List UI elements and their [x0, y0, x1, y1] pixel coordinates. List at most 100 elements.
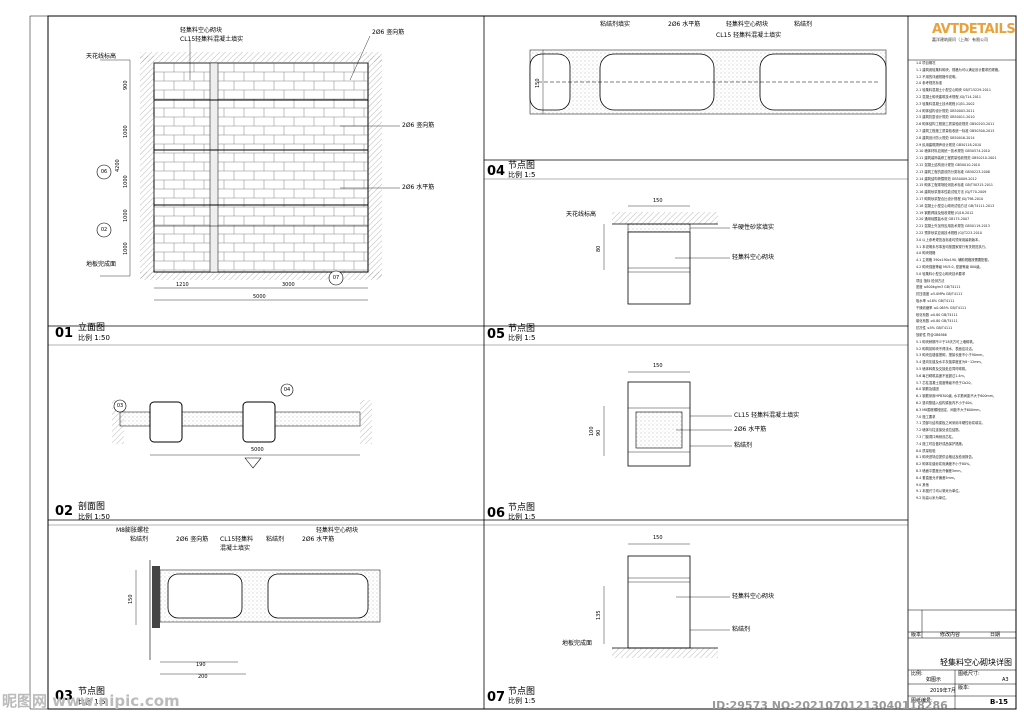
- d07-dim-0: 150: [653, 535, 663, 541]
- spec-line: 6.2 竖向筋锚入结构梁板内不小于40d。: [916, 401, 975, 405]
- section-dim-0: 5000: [251, 447, 264, 453]
- spec-line: 6.0 钢筋及锚固: [916, 387, 939, 392]
- d06-label-2: 粘结剂: [734, 442, 753, 449]
- d06-dim-0: 150: [653, 363, 663, 369]
- elev-dim-v-1: 1000: [123, 125, 129, 138]
- panel-02-name: 剖面图: [78, 502, 106, 512]
- d03-label-2: 2Ø6 竖向筋: [176, 536, 209, 543]
- d05-label-2: 轻集料空心砌块: [732, 254, 775, 261]
- panel-01-name: 立面图: [78, 323, 106, 333]
- d03-label-0: M8膨胀螺栓: [116, 527, 149, 534]
- spec-line: 4.0 砌块规格: [916, 251, 936, 256]
- spec-line: 2.17 砌筑砂浆配合比设计规程 JGJ/T98-2010: [916, 197, 984, 201]
- spec-line: 2.21 混凝土外加剂应用技术规范 GB50119-2013: [916, 224, 990, 229]
- spec-line: 7.4 施工时应做好成品保护措施。: [916, 441, 966, 446]
- brand-subtitle: 嘉洋建筑顾问（上海）有限公司: [932, 37, 988, 42]
- spec-line: 放射性 符合GB6566: [916, 333, 947, 337]
- panel-06-number: 06: [487, 506, 506, 521]
- spec-line: 2.9 民用建筑隔声设计规范 GB50118-2010: [916, 142, 982, 147]
- tb-scale-label: 比例:: [911, 671, 923, 677]
- spec-line: 7.1 顶部与结构梁板之间采用半硬性砂浆填实。: [916, 421, 985, 426]
- elev-label-floor: 地板完成面: [86, 261, 117, 268]
- elev-dim-v-0: 900: [123, 80, 129, 90]
- d03-label-4: 混凝土填实: [220, 545, 251, 552]
- panel-01-number: 01: [55, 326, 74, 341]
- d03-label-7: 2Ø6 水平筋: [302, 536, 335, 543]
- spec-line: 2.18 混凝土小型空心砌块试验方法 GB/T4111-2013: [916, 203, 995, 208]
- elev-label-hbar: 2Ø6 水平筋: [402, 184, 435, 191]
- spec-line: 5.2 砌筑前砌块不得浇水，表面应清洁。: [916, 346, 976, 351]
- section-bubble-0: 03: [116, 403, 124, 409]
- spec-line: 软化系数 ≥0.80 GB/T4111: [916, 312, 958, 317]
- spec-line: 5.1 砌块龄期不少于28天方可上墙砌筑。: [916, 339, 976, 344]
- spec-line: 9.2 标高以米为单位。: [916, 496, 949, 501]
- spec-line: 2.4 砌体结构设计规范 GB50003-2011: [916, 108, 975, 113]
- elev-dim-h-0: 1210: [176, 282, 189, 288]
- d07-dim-1: 135: [596, 610, 602, 620]
- spec-line: 8.1 砌块进场应提供合格证及检测报告。: [916, 455, 976, 460]
- spec-line: 抗冻性 ≤5% GB/T4111: [916, 326, 953, 331]
- spec-line: 2.15 砌体工程现场检测技术标准 GB/T50315-2011: [916, 183, 994, 188]
- panel-07-number: 07: [487, 690, 506, 705]
- panel-02-scale: 比例 1:50: [78, 513, 110, 521]
- elev-bubble-0: 06: [100, 169, 108, 175]
- spec-line: 8.0 质量检验: [916, 448, 936, 453]
- detail-07-drawing: [603, 543, 730, 658]
- d03-label-5: 粘结剂: [266, 536, 285, 543]
- spec-line: 8.4 垂直度允许偏差5mm。: [916, 475, 958, 480]
- spec-line: 4.1 主规格 390x190x190, 辅助规格按需要配套。: [916, 258, 992, 263]
- spec-line: 项目 指标 检测方法: [916, 278, 945, 283]
- spec-line: 8.2 砌体灰缝砂浆饱满度不小于80%。: [916, 462, 973, 467]
- detail-05-drawing: [603, 205, 730, 305]
- spec-line: 5.5 墙体转角及交接处应同时砌筑。: [916, 367, 969, 371]
- tb-title: 轻集料空心砌块详图: [940, 658, 1012, 667]
- d04-label-4: CL15 轻集料混凝土填实: [716, 32, 782, 39]
- d07-label-2: 地板完成面: [562, 640, 593, 647]
- spec-line: 3.0 以上参考规范及标准均须采用最新版本。: [916, 237, 982, 242]
- elev-bubble-1: 02: [100, 227, 108, 233]
- elev-label-fill: CL15轻集料混凝土填实: [180, 36, 244, 43]
- d03-dim-1: 190: [196, 662, 206, 668]
- elev-label-vbar-top: 2Ø6 竖向筋: [372, 29, 405, 36]
- detail-03-drawing: [135, 560, 381, 675]
- spec-line: 2.8 建筑设计防火规范 GB50016-2014: [916, 135, 975, 140]
- d04-label-1: 2Ø6 水平筋: [668, 21, 701, 28]
- d07-label-0: 轻集料空心砌块: [732, 593, 775, 600]
- elev-bubble-2: 07: [332, 275, 340, 281]
- section-bubble-1: 04: [283, 387, 291, 393]
- spec-line: 2.10 墙体材料应用统一技术规范 GB50574-2010: [916, 149, 990, 154]
- spec-line: 干燥收缩率 ≤0.065% GB/T4111: [916, 305, 967, 310]
- elev-dim-h-2: 5000: [253, 294, 266, 300]
- spec-line: 2.19 钢筋焊接及验收规程 JGJ18-2012: [916, 210, 974, 215]
- spec-line: 抗压强度 ≥5.0MPa GB/T4111: [916, 292, 963, 297]
- panel-04-scale: 比例 1:5: [508, 171, 536, 179]
- watermark-left: 昵图网 www.nipic.com: [2, 692, 180, 710]
- detail-06-drawing: [603, 371, 732, 467]
- d04-label-0: 粘结剂填实: [600, 21, 631, 28]
- sheet-border: [47, 15, 1017, 710]
- spec-line: 2.16 建筑砂浆基本性能试验方法 JGJ/T70-2009: [916, 190, 987, 195]
- spec-line: 6.3 M8膨胀螺栓固定，间距不大于600mm。: [916, 407, 983, 412]
- spec-line: 2.22 预拌砂浆应用技术规程 JGJ/T223-2010: [916, 231, 982, 235]
- spec-line: 2.1 轻集料混凝土小型空心砌块 GB/T15229-2011: [916, 88, 991, 93]
- d05-dim-0: 150: [653, 198, 663, 204]
- elev-dim-v-5: 4200: [115, 159, 121, 172]
- d05-dim-1: 80: [596, 245, 602, 252]
- panel-05-name: 节点图: [508, 324, 536, 334]
- spec-line: 2.7 建筑工程施工质量验收统一标准 GB50300-2013: [916, 129, 995, 133]
- elev-label-block: 轻集料空心砌块: [180, 27, 223, 34]
- panel-07-name: 节点图: [508, 687, 536, 697]
- spec-line: 2.2 混凝土砌块建筑技术规程 JGJ/T14-2011: [916, 95, 982, 99]
- spec-line: 吸水率 ≤18% GB/T4111: [916, 299, 955, 303]
- panel-01-scale: 比例 1:50: [78, 334, 110, 342]
- panel-06-scale: 比例 1:5: [508, 513, 536, 521]
- elev-dim-v-4: 1000: [123, 242, 129, 255]
- tb-size-label: 图纸尺寸:: [958, 671, 980, 677]
- d03-label-6: 轻集料空心砌块: [316, 527, 359, 534]
- spec-line: 2.12 混凝土结构设计规范 GB50010-2010: [916, 163, 980, 167]
- spec-line: 7.2 墙体与柱连接处设拉结筋。: [916, 428, 962, 433]
- d03-dim-0: 150: [128, 594, 134, 604]
- spec-line: 1.2 不用的详细规格作说明。: [916, 74, 959, 79]
- spec-line: 7.0 施工要求: [916, 414, 936, 419]
